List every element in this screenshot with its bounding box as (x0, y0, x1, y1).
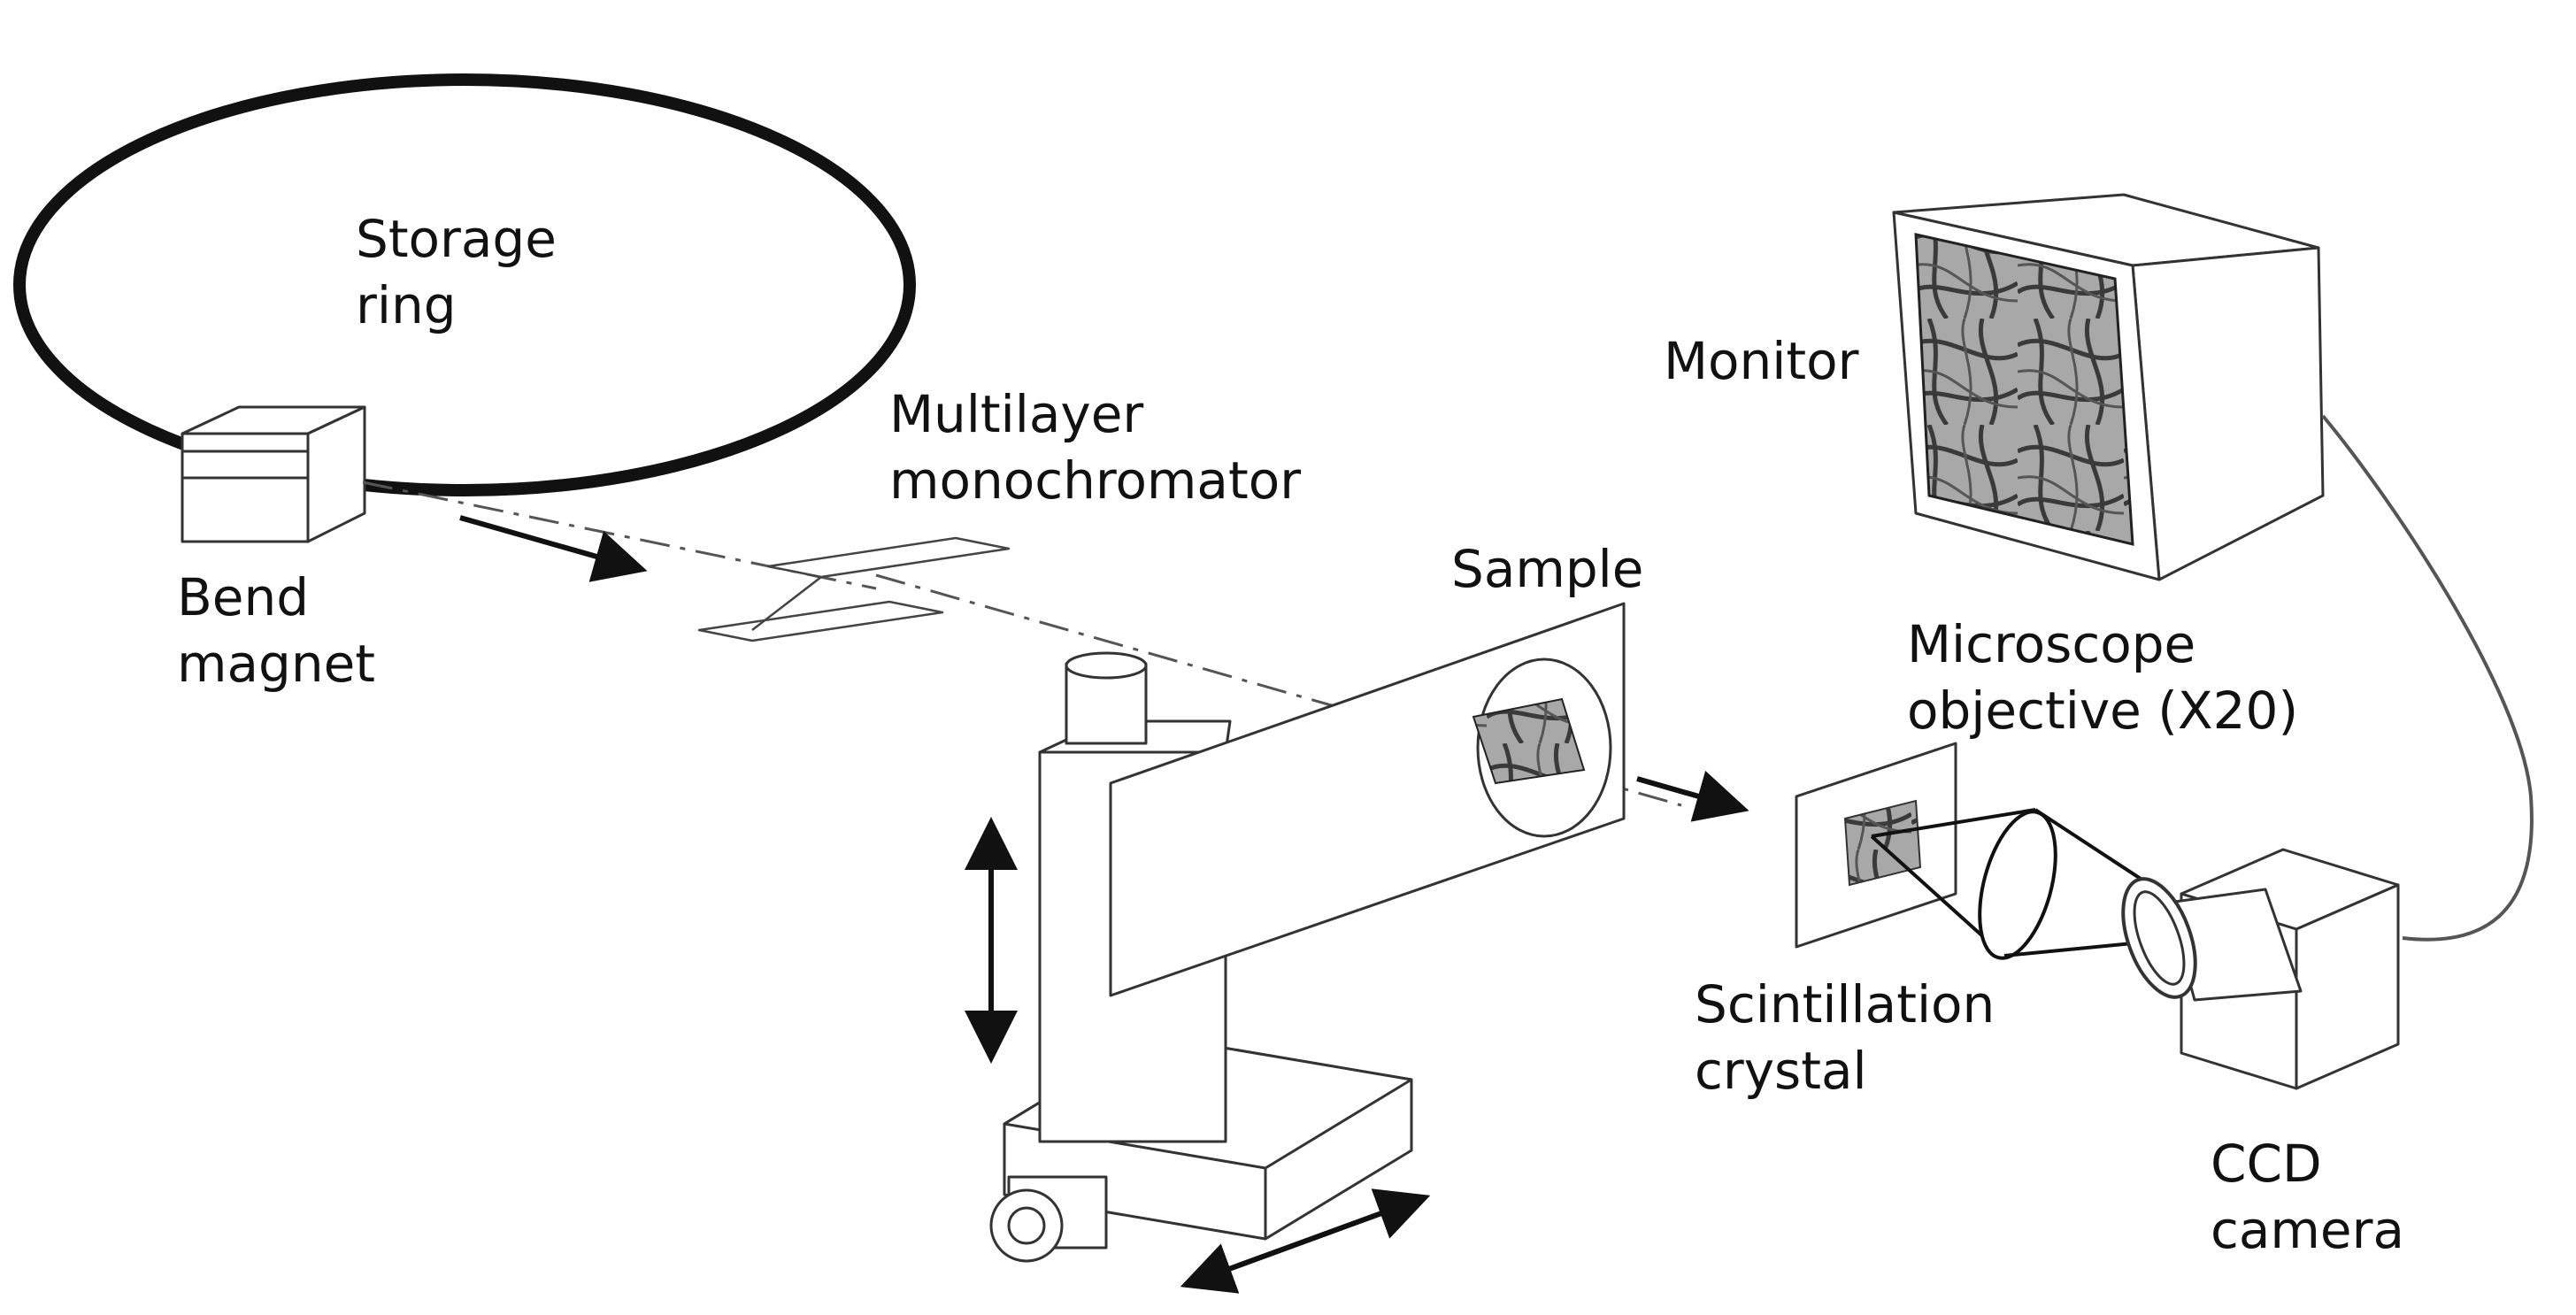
horizontal-motion-arrow (1180, 1188, 1431, 1294)
objective-label-line2: objective (X20) (1907, 681, 2298, 741)
monitor-side (2131, 246, 2325, 581)
monochromator-label-line2: monochromator (889, 450, 1301, 511)
bend-magnet-side-face (306, 405, 366, 543)
storage-ring: Storage ring (13, 73, 916, 496)
monitor-screen (1914, 233, 2134, 546)
storage-ring-label-line1: Storage (356, 209, 557, 269)
bend-magnet-label-line2: magnet (177, 634, 375, 694)
microscope-objective: Microscope objective (X20) (1870, 614, 2298, 960)
sample-label: Sample (1451, 539, 1643, 599)
scintillation-crystal: Scintillation crystal (1695, 742, 1995, 1101)
multilayer-monochromator: Multilayer monochromator (697, 384, 1301, 642)
monochromator-lower-plate (697, 600, 944, 642)
objective-label-line1: Microscope (1907, 614, 2195, 674)
beam-arrow-1 (459, 515, 648, 582)
camera-body-side (2295, 883, 2400, 1090)
crystal-label-line1: Scintillation (1695, 974, 1995, 1034)
monitor-label: Monitor (1664, 331, 1859, 391)
monitor: Monitor (1664, 193, 2534, 942)
sample-specimen (1472, 697, 1586, 785)
camera-cable (2321, 414, 2534, 942)
bend-magnet-gap (181, 450, 310, 480)
ccd-camera: CCD camera (2121, 848, 2404, 1260)
bend-magnet: Bend magnet (177, 405, 375, 694)
sample-stage: Sample (965, 539, 1643, 1294)
storage-ring-label-line2: ring (356, 275, 457, 335)
monochromator-upper-plate (766, 536, 1011, 579)
beam-arrow-2 (1636, 770, 1749, 822)
bend-magnet-label-line1: Bend (177, 567, 309, 627)
storage-ring-ellipse (13, 73, 916, 496)
crystal-label-line2: crystal (1695, 1041, 1867, 1101)
monochromator-link (751, 576, 822, 631)
stage-top-motor (1065, 662, 1148, 745)
objective-lens (1978, 810, 2057, 960)
camera-label-line2: camera (2211, 1200, 2404, 1260)
monochromator-label-line1: Multilayer (889, 384, 1143, 444)
bend-magnet-front-face (181, 432, 310, 543)
camera-label-line1: CCD (2211, 1134, 2322, 1194)
